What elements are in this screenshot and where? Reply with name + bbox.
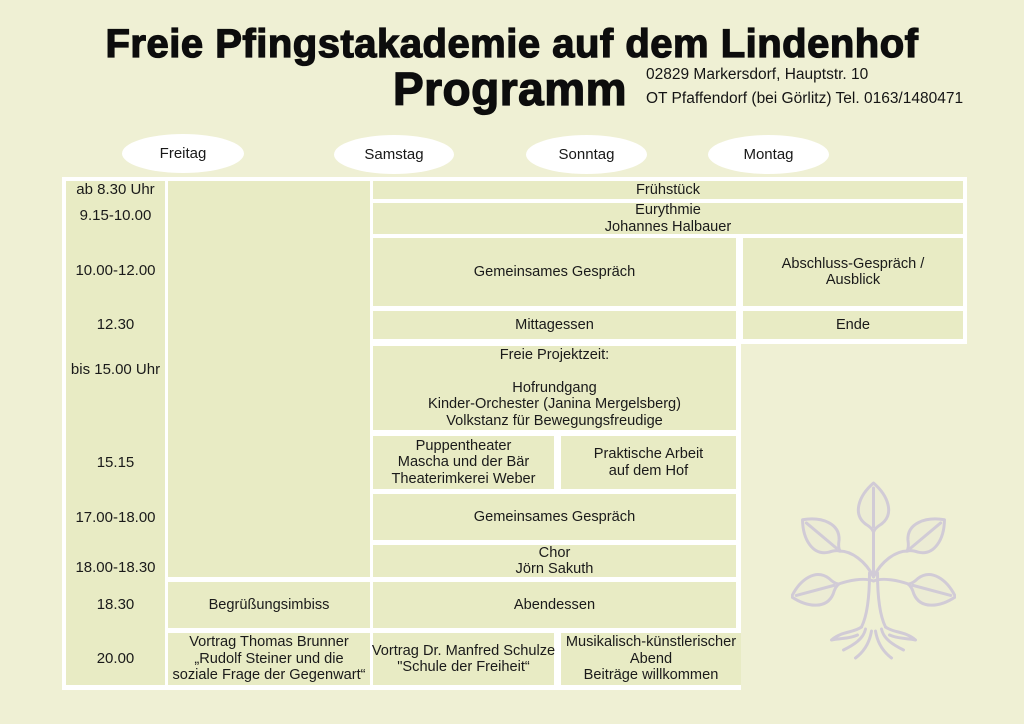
cell-begruessungsimbiss: Begrüßungsimbiss: [168, 582, 370, 628]
day-header-samstag: Samstag: [334, 135, 454, 174]
time-label: ab 8.30 Uhr: [76, 181, 155, 198]
cell-musikalischer-abend: Musikalisch-künstlerischer Abend Beiträg…: [561, 633, 741, 685]
day-header-freitag: Freitag: [122, 134, 244, 173]
cell-abschluss-gespraech: Abschluss-Gespräch / Ausblick: [743, 238, 963, 306]
time-column-cell: [66, 181, 165, 685]
cell-vortrag-brunner: Vortrag Thomas Brunner „Rudolf Steiner u…: [168, 633, 370, 685]
time-label: 9.15-10.00: [79, 207, 152, 224]
address-line-2: OT Pfaffendorf (bei Görlitz) Tel. 0163/1…: [646, 90, 964, 107]
cell-chor: Chor Jörn Sakuth: [373, 545, 736, 577]
cell-puppentheater: Puppentheater Mascha und der Bär Theater…: [373, 436, 554, 489]
cell-abendessen: Abendessen: [373, 582, 736, 628]
day-label: Montag: [743, 146, 794, 163]
time-label: 17.00-18.00: [75, 509, 156, 526]
cell-vortrag-schulze: Vortrag Dr. Manfred Schulze "Schule der …: [372, 633, 555, 685]
time-label: 18.30: [96, 596, 135, 613]
day-label: Freitag: [159, 145, 207, 162]
cell-gemeinsames-gespraech-vormittag: Gemeinsames Gespräch: [373, 238, 736, 306]
cell-gemeinsames-gespraech-nachmittag: Gemeinsames Gespräch: [373, 494, 736, 540]
day-label: Sonntag: [558, 146, 615, 163]
day-label: Samstag: [364, 146, 424, 163]
cell-mittagessen: Mittagessen: [373, 311, 736, 339]
cell-eurythmie: Eurythmie Johannes Halbauer: [373, 202, 963, 235]
time-label: 10.00-12.00: [75, 262, 156, 279]
day-header-sonntag: Sonntag: [526, 135, 647, 174]
time-label: 12.30: [96, 316, 135, 333]
time-label: bis 15.00 Uhr: [70, 361, 161, 378]
address-block: 02829 Markersdorf, Hauptstr. 10 OT Pfaff…: [646, 63, 963, 111]
cell-freie-projektzeit: Freie Projektzeit: Hofrundgang Kinder-Or…: [373, 346, 736, 430]
address-line-1: 02829 Markersdorf, Hauptstr. 10: [646, 66, 869, 83]
time-label: 18.00-18.30: [75, 559, 156, 576]
cell-praktische-arbeit: Praktische Arbeit auf dem Hof: [561, 436, 736, 489]
cell-freitag-empty: [168, 181, 370, 577]
day-header-montag: Montag: [708, 135, 829, 174]
time-label: 15.15: [96, 454, 135, 471]
linden-tree-watermark: [791, 481, 956, 660]
cell-ende: Ende: [743, 311, 963, 339]
page-title: Freie Pfingstakademie auf dem Lindenhof: [105, 21, 919, 66]
time-label: 20.00: [96, 650, 135, 667]
page-subtitle: Programm: [392, 62, 628, 115]
cell-fruehstueck: Frühstück: [373, 181, 963, 199]
